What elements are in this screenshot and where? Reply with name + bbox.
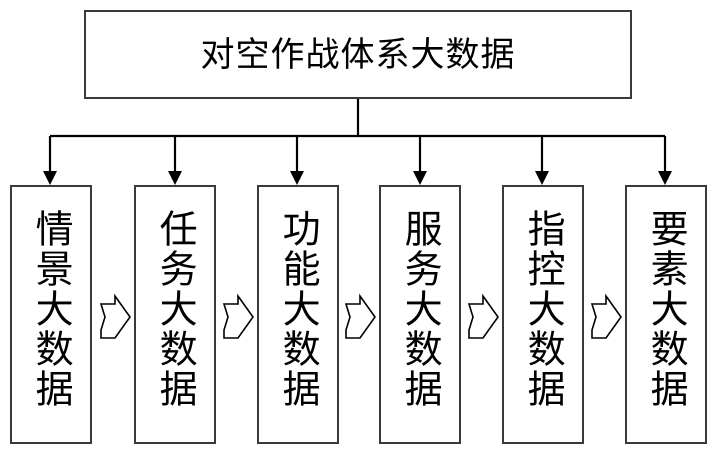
leaf-node-label-1: 情景大数据 [29,208,74,409]
branch-arrowhead-5 [535,171,549,185]
leaf-node-box-6[interactable]: 要素大数据 [625,185,707,444]
flow-arrow-icon-1 [99,293,131,339]
root-node-box[interactable]: 对空作战体系大数据 [84,10,632,99]
branch-arrowhead-2 [168,171,182,185]
root-node-label: 对空作战体系大数据 [200,34,516,75]
flow-arrow-icon-2 [222,293,254,339]
leaf-node-label-6: 要素大数据 [644,208,689,409]
flow-arrow-icon-3 [344,293,376,339]
branch-arrowhead-3 [290,171,304,185]
leaf-node-box-2[interactable]: 任务大数据 [134,185,216,444]
flow-arrow-icon-4 [467,293,499,339]
leaf-node-label-2: 任务大数据 [153,208,198,409]
leaf-node-box-4[interactable]: 服务大数据 [379,185,461,444]
branch-arrowhead-4 [413,171,427,185]
leaf-node-label-4: 服务大数据 [398,208,443,409]
flow-arrow-icon-5 [590,293,622,339]
leaf-node-box-3[interactable]: 功能大数据 [257,185,339,444]
leaf-node-box-1[interactable]: 情景大数据 [10,185,92,444]
leaf-node-label-3: 功能大数据 [276,208,321,409]
leaf-node-label-5: 指控大数据 [521,208,566,409]
branch-arrowhead-6 [658,171,672,185]
branch-arrowhead-1 [43,171,57,185]
leaf-node-box-5[interactable]: 指控大数据 [502,185,584,444]
